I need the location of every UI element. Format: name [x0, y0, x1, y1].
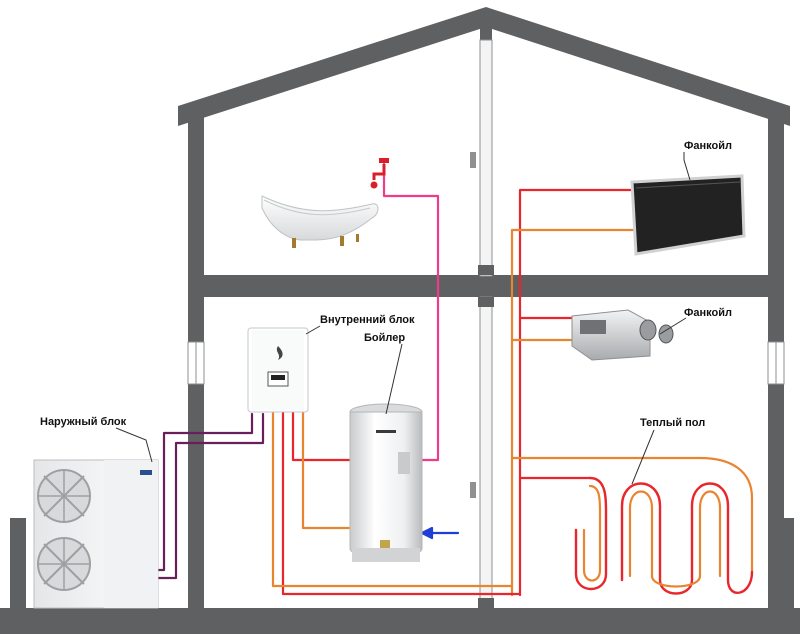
- center-wall-joint-2: [478, 297, 494, 307]
- right-wall-upper: [768, 116, 784, 342]
- leader-fancoil-top: [683, 152, 691, 181]
- door-handle-upper: [470, 152, 476, 168]
- fancoil-wall-unit: [630, 174, 746, 256]
- boiler-tank: [349, 403, 423, 562]
- leader-floor-heating: [631, 429, 655, 485]
- flame-icon: [276, 346, 283, 360]
- left-wall-upper: [188, 116, 204, 342]
- roof: [178, 7, 790, 126]
- right-terrace: [768, 518, 794, 610]
- water-drop-icon: [370, 181, 378, 189]
- right-wall-lower: [768, 384, 784, 518]
- center-wall-attic: [480, 24, 492, 40]
- bathtub: [261, 195, 379, 248]
- label-floor-heating: Теплый пол: [640, 417, 705, 429]
- bathtub-leg-2: [340, 236, 344, 246]
- terrace-wall: [10, 518, 26, 610]
- label-fancoil-top: Фанкойл: [684, 140, 732, 152]
- callout-lines: [115, 152, 691, 485]
- fan-icon-bottom: [37, 537, 91, 591]
- center-wall-joint: [478, 265, 494, 275]
- center-wall-lower: [479, 296, 493, 602]
- leader-boiler: [385, 343, 403, 415]
- cold-water-arrow: [420, 526, 434, 540]
- duct-outlet-1: [639, 319, 657, 341]
- supply-pipe-riser: [518, 188, 638, 597]
- faucet-icon: [370, 158, 389, 189]
- supply-pipe-main: [281, 408, 522, 596]
- window-left: [187, 341, 205, 385]
- return-pipe-boiler: [301, 408, 354, 530]
- label-fancoil-mid: Фанкойл: [684, 307, 732, 319]
- leader-indoor-unit: [305, 325, 321, 335]
- indoor-unit: [247, 327, 309, 413]
- hot-water-pipe: [382, 162, 440, 462]
- label-outdoor-unit: Наружный блок: [40, 416, 127, 428]
- brand-badge: [140, 470, 152, 475]
- piping: [156, 162, 754, 597]
- center-wall-joint-3: [478, 598, 494, 608]
- floor-heating-coil-red: [574, 476, 754, 595]
- duct-outlet-2: [658, 324, 674, 344]
- return-pipe-floor: [510, 456, 754, 574]
- ground-slab: [0, 608, 800, 634]
- floor-slab-upper: [188, 275, 784, 297]
- label-boiler: Бойлер: [364, 332, 405, 344]
- window-right: [767, 341, 785, 385]
- leader-outdoor-unit: [115, 427, 153, 463]
- fancoil-ducted-unit: [571, 309, 674, 361]
- leader-fancoil-mid: [659, 317, 687, 335]
- door-handle-lower: [470, 482, 476, 498]
- terrace-top: [10, 518, 26, 522]
- refrigerant-pipe-2: [156, 412, 265, 580]
- return-pipe-main: [271, 408, 514, 588]
- return-pipe-riser: [510, 228, 638, 597]
- floor-heating-coil-orange: [582, 484, 722, 588]
- center-wall-upper: [479, 39, 493, 277]
- left-wall-lower: [188, 384, 204, 612]
- outdoor-unit: [33, 459, 159, 609]
- bathtub-leg-1: [292, 238, 296, 248]
- supply-pipe-boiler: [291, 408, 354, 462]
- refrigerant-pipe-1: [156, 412, 254, 572]
- fan-icon-top: [37, 469, 91, 523]
- label-indoor-unit: Внутренний блок: [320, 314, 415, 326]
- house-structure: [0, 7, 800, 634]
- bathtub-leg-3: [356, 234, 359, 242]
- floor-heating-coil: [574, 476, 754, 595]
